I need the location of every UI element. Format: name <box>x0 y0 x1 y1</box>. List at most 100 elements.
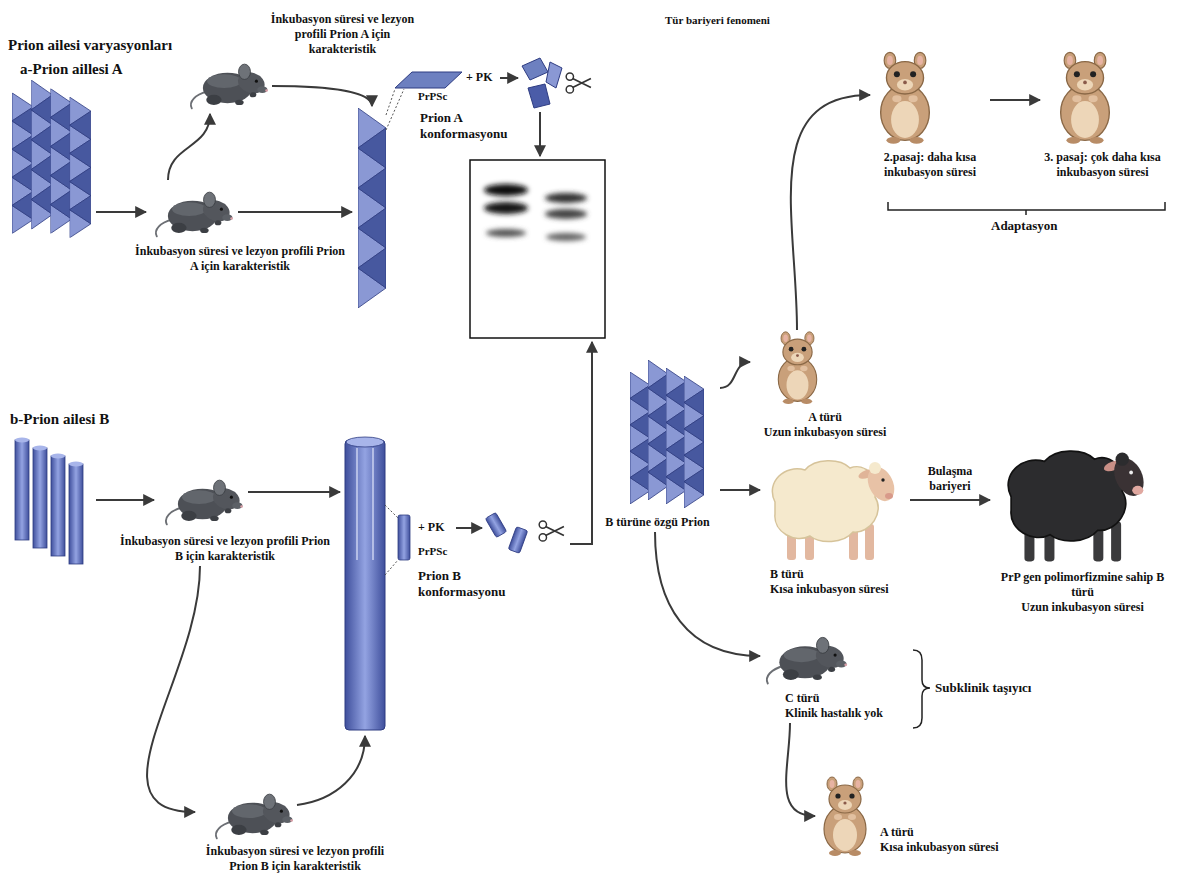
hamster-figure-shape <box>881 52 930 144</box>
arrow <box>96 499 154 501</box>
prion-fibril: B türüne özgü Prion <box>595 360 720 532</box>
mouse-figure-shape <box>156 192 233 236</box>
mouse-figure: İnkubasyon süresi ve lezyon profili Prio… <box>185 12 415 114</box>
caption-text: Uzun inkubasyon süresi <box>750 425 900 440</box>
arrow <box>96 211 146 213</box>
prion-fragment <box>546 62 562 88</box>
mouse-figure-drawing <box>160 468 245 528</box>
caption-group: A türüUzun inkubasyon süresi <box>750 410 900 440</box>
caption-group: C türüKlinik hastalık yok <box>785 691 910 721</box>
mouse-figure: C türüKlinik hastalık yok <box>760 625 910 723</box>
mouse-figure-shape <box>216 794 293 838</box>
bracket-label: Adaptasyon <box>991 218 1057 234</box>
arrow-connector <box>910 499 990 501</box>
gel-bands <box>484 184 587 241</box>
mouse-figure-drawing <box>210 782 295 842</box>
caption-text: A türü <box>880 825 1040 840</box>
prion-fragment <box>528 84 550 108</box>
caption-group: İnkubasyon süresi ve lezyon profili Prio… <box>115 534 335 564</box>
prion-column <box>345 440 385 730</box>
hamster-figure-drawing <box>1050 50 1120 145</box>
hamster-figure-shape <box>1061 52 1110 144</box>
bracket <box>888 202 1165 215</box>
prion-fibril-drawing <box>630 360 705 510</box>
prion-fragment <box>522 58 548 80</box>
prion-fibril-shape <box>630 360 704 508</box>
arrow-connector <box>655 532 760 656</box>
section-heading: a-Prion aillesi A <box>20 60 123 78</box>
dotted-line <box>386 89 404 130</box>
caption-text: 3. pasaj: çok daha kısa inkubasyon süres… <box>1040 150 1165 180</box>
caption-text: İnkubasyon süresi ve lezyon profili Prio… <box>115 534 335 564</box>
dotted-line <box>385 505 398 575</box>
arrow-connector <box>791 95 870 330</box>
arrow-connector <box>147 566 200 812</box>
mouse-figure-shape <box>166 480 243 524</box>
hamster-figure-drawing <box>770 330 825 405</box>
edge-label: Bulaşma bariyeri <box>913 464 987 494</box>
scissors-icon <box>539 521 564 541</box>
arrow <box>500 77 518 79</box>
brackets <box>888 202 1165 728</box>
mouse-figure-drawing <box>150 180 235 240</box>
caption-text: B türüne özgü Prion <box>595 515 720 530</box>
caption-text: İnkubasyon süresi ve lezyon profili Prio… <box>130 244 350 274</box>
caption-group: 3. pasaj: çok daha kısa inkubasyon süres… <box>1040 150 1165 180</box>
arrow-connector <box>168 114 210 180</box>
hamster-figure-shape <box>778 332 816 404</box>
caption-text: C türü <box>785 691 910 706</box>
molecule-label: PrPSc <box>418 90 447 103</box>
prion-fragment <box>508 527 527 554</box>
caption-text: Uzun inkubasyon süresi <box>990 600 1175 615</box>
arrow <box>570 342 592 544</box>
black-sheep-figure: PrP gen polimorfizmine sahip B türüUzun … <box>990 440 1175 617</box>
mouse-figure: İnkubasyon süresi ve lezyon profili Prio… <box>195 782 395 876</box>
bracket-label: Subklinik taşıyıcı <box>935 680 1031 696</box>
western-blot <box>470 160 605 338</box>
caption-text: PrP gen polimorfizmine sahip B türü <box>990 570 1175 600</box>
molecule-label: PrPSc <box>418 545 447 558</box>
arrow-connector <box>786 723 815 816</box>
prion-segment <box>398 515 410 560</box>
arrow <box>456 527 482 529</box>
caption-group: İnkubasyon süresi ve lezyon profili Prio… <box>270 12 415 57</box>
hamster-figure-shape <box>824 777 866 856</box>
arrow <box>238 211 352 213</box>
hamster-figure-drawing <box>870 50 940 145</box>
caption-text: Klinik hastalık yok <box>785 706 910 721</box>
reagent-label: + PK <box>466 70 493 84</box>
caption-text: 2.pasaj: daha kısa inkubasyon süresi <box>870 150 990 180</box>
black-sheep-figure-drawing <box>1000 440 1150 565</box>
mouse-figure-drawing <box>185 52 270 112</box>
curly-bracket <box>913 650 930 728</box>
caption-group: PrP gen polimorfizmine sahip B türüUzun … <box>990 570 1175 615</box>
section-heading: Tür bariyeri fenomeni <box>665 14 770 27</box>
caption-text: B türü <box>770 567 910 582</box>
structure-label: Prion B konformasyonu <box>418 568 518 599</box>
hamster-figure: 3. pasaj: çok daha kısa inkubasyon süres… <box>1040 50 1165 182</box>
caption-group: A türüKısa inkubasyon süresi <box>880 825 1040 855</box>
arrow <box>248 491 340 493</box>
caption-group: 2.pasaj: daha kısa inkubasyon süresi <box>870 150 990 180</box>
gel-frame <box>470 160 605 338</box>
section-heading: b-Prion ailesi B <box>10 410 109 428</box>
caption-group: İnkubasyon süresi ve lezyon profili Prio… <box>195 844 395 874</box>
mouse-figure: İnkubasyon süresi ve lezyon profili Prio… <box>115 468 335 566</box>
hamster-figure: A türüUzun inkubasyon süresi <box>750 330 900 442</box>
arrow-connector <box>720 362 750 388</box>
caption-text: İnkubasyon süresi ve lezyon profili Prio… <box>195 844 395 874</box>
caption-group: B türüKısa inkubasyon süresi <box>770 567 910 597</box>
prion-fragment <box>485 512 506 537</box>
hamster-figure: A türüKısa inkubasyon süresi <box>815 775 1040 859</box>
arrow <box>539 112 541 156</box>
caption-text: Kısa inkubasyon süresi <box>770 582 910 597</box>
structure-label: Prion A konformasyonu <box>420 110 520 141</box>
hamster-figure: 2.pasaj: daha kısa inkubasyon süresi <box>870 50 990 182</box>
hamster-figure-drawing <box>815 775 875 857</box>
black-sheep-figure-shape <box>1008 451 1149 561</box>
caption-text: Kısa inkubasyon süresi <box>880 840 1040 855</box>
sheep-figure: B türüKısa inkubasyon süresi <box>760 452 910 599</box>
